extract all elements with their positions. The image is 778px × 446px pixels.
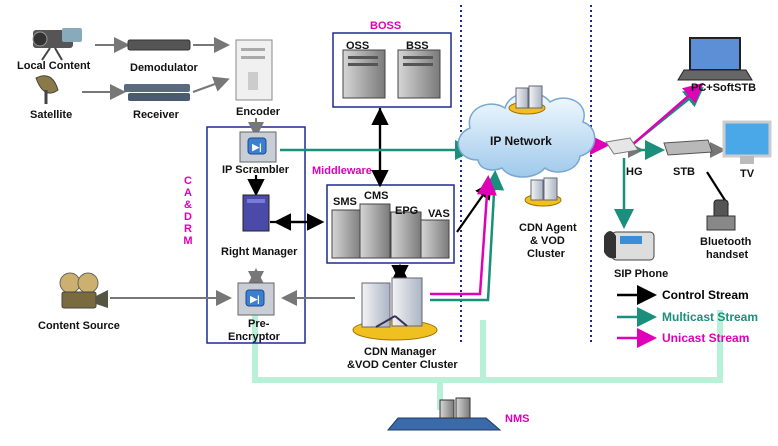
middleware-frame (326, 184, 455, 264)
middleware-label: Middleware (312, 165, 372, 177)
encoder-server-icon (235, 39, 273, 101)
ip-network-cloud-icon (457, 92, 596, 178)
ip-scrambler-label: IP Scrambler (222, 164, 290, 176)
cdn-agent-cluster-icon (508, 85, 562, 207)
cdn-agent-label-line3: Cluster (527, 248, 565, 260)
bluetooth-label-line2: handset (706, 249, 749, 261)
sip-phone-label: SIP Phone (614, 268, 669, 280)
pre-encryptor-device-icon: ▶| (237, 282, 275, 316)
right-manager-server-icon (242, 194, 270, 232)
sip-phone-icon (604, 231, 655, 261)
cdn-manager-label-line1: CDN Manager (364, 346, 437, 358)
legend-control-stream: Control Stream (662, 288, 749, 302)
legend-arrows (617, 285, 657, 348)
demodulator-label: Demodulator (130, 62, 198, 74)
legend-unicast-stream: Unicast Stream (662, 331, 750, 345)
receiver-label: Receiver (133, 109, 179, 121)
encoder-label: Encoder (236, 106, 281, 118)
content-source-projector-icon (59, 272, 108, 309)
ca-drm-char: & (184, 199, 192, 211)
receiver-device-icon (124, 84, 190, 101)
sms-label: SMS (333, 196, 357, 208)
nms-label: NMS (505, 413, 530, 425)
ca-drm-char: D (184, 211, 192, 223)
content-source-label: Content Source (38, 320, 120, 332)
local-content-camera-icon (32, 28, 82, 61)
cdn-agent-label-line2: & VOD (530, 235, 565, 247)
ca-drm-char: A (184, 187, 192, 199)
legend-multicast-stream: Multicast Stream (662, 310, 759, 324)
boss-frame (332, 32, 452, 108)
epg-label: EPG (395, 205, 419, 217)
ip-network-label: IP Network (490, 134, 552, 148)
pc-laptop-icon (677, 37, 753, 81)
hg-label: HG (626, 166, 643, 178)
pre-encryptor-label-line1: Pre- (248, 318, 270, 330)
tv-label: TV (740, 168, 755, 180)
ca-drm-char: M (183, 235, 193, 247)
tv-monitor-icon (722, 120, 772, 164)
ca-drm-char: C (184, 175, 192, 187)
cdn-manager-cluster-icon (352, 277, 438, 341)
home-gateway-icon (605, 137, 639, 155)
nms-bus (252, 310, 723, 410)
svg-text:▶|: ▶| (251, 142, 261, 152)
nms-server-icon (386, 397, 502, 431)
boss-label: BOSS (370, 20, 402, 32)
pc-softstb-label: PC+SoftSTB (691, 82, 757, 94)
ca-drm-char: R (184, 223, 192, 235)
satellite-dish-icon (35, 75, 59, 104)
bss-server-icon (397, 49, 441, 99)
cdn-manager-label-line2: &VOD Center Cluster (347, 359, 458, 371)
oss-label: OSS (346, 40, 370, 52)
demodulator-device-icon (127, 39, 191, 51)
bluetooth-label-line1: Bluetooth (700, 236, 752, 248)
ip-scrambler-device-icon: ▶| (239, 131, 277, 163)
satellite-label: Satellite (30, 109, 73, 121)
stb-device-icon (663, 139, 713, 156)
local-content-label: Local Content (17, 60, 91, 72)
vas-label: VAS (428, 208, 450, 220)
oss-server-icon (342, 49, 386, 99)
cdn-agent-label-line1: CDN Agent (519, 222, 577, 234)
bluetooth-handset-icon (706, 199, 736, 231)
cms-label: CMS (364, 190, 389, 202)
pre-encryptor-label-line2: Encryptor (228, 331, 280, 343)
middleware-servers-icon (331, 203, 450, 259)
right-manager-label: Right Manager (221, 246, 298, 258)
bss-label: BSS (406, 40, 429, 52)
ca-drm-label: C A & D R M (180, 175, 196, 247)
svg-text:▶|: ▶| (249, 294, 259, 304)
stb-label: STB (673, 166, 695, 178)
